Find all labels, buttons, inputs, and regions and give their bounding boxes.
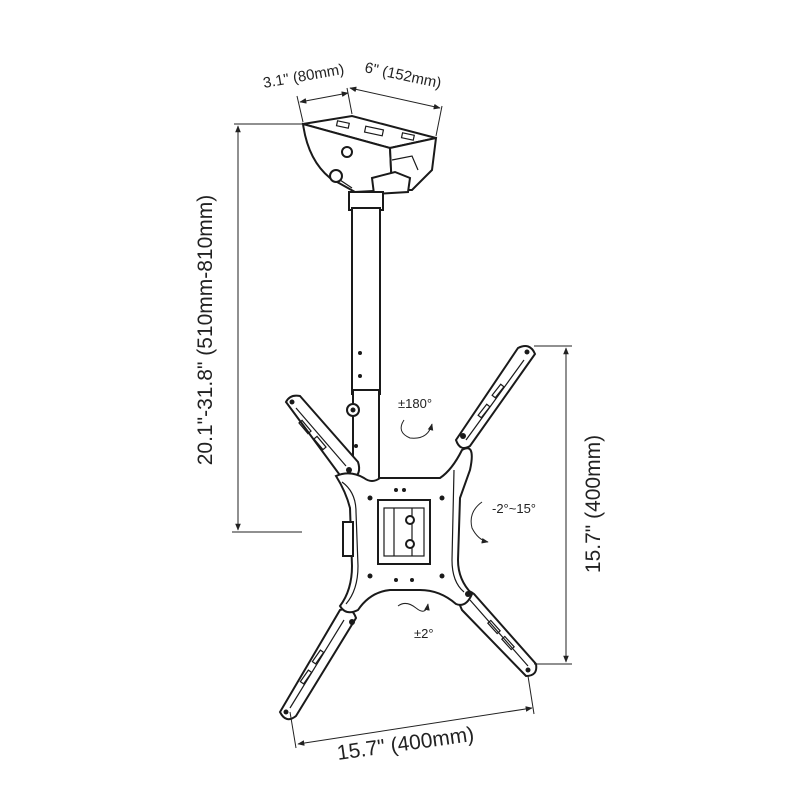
pole-height-label: 20.1"-31.8" (510mm-810mm) [194,195,217,466]
plate-depth-label: 3.1" (80mm) [262,61,346,92]
telescopic-pole [346,191,384,483]
plate-width-label: 6" (152mm) [363,59,443,92]
vesa-horizontal-label: 15.7" (400mm) [335,723,475,765]
vesa-mount-plate [278,345,538,721]
tilt-angle-label: -2°~15° [492,501,536,516]
dimension-lines [232,86,572,749]
ceiling-bracket [301,114,438,196]
motion-arrows [397,419,489,612]
level-angle-label: ±2° [414,626,434,641]
vesa-vertical-label: 15.7" (400mm) [582,435,605,573]
swivel-angle-label: ±180° [398,396,432,411]
